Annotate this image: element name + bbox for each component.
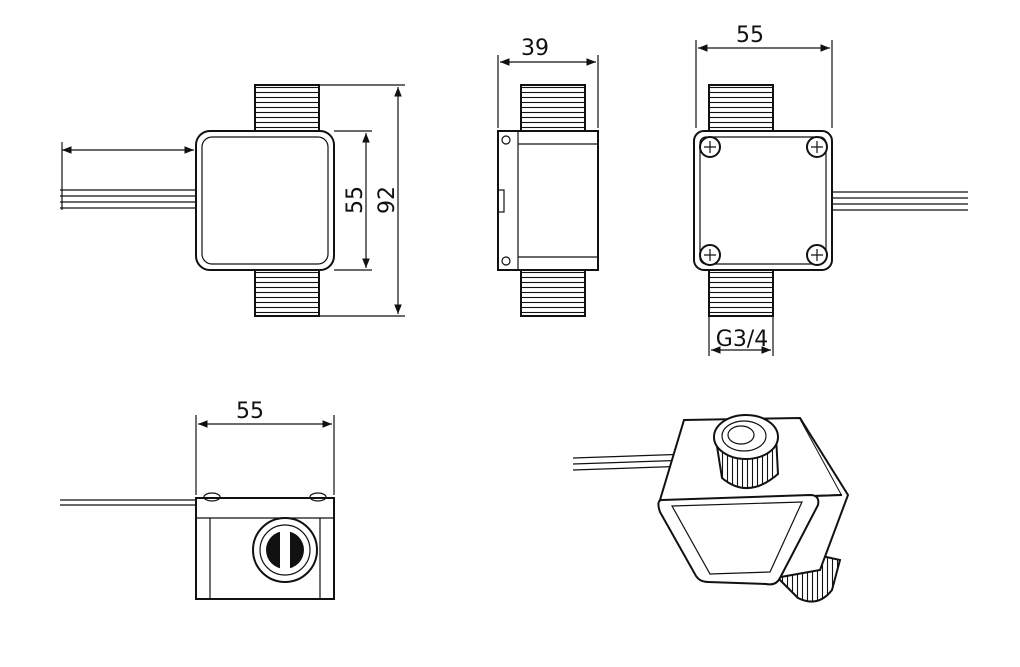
port-opening (252, 517, 318, 583)
side-view: 39 (497, 36, 599, 317)
iso-bottom-thread (776, 554, 842, 603)
side-bottom-thread (520, 269, 586, 317)
back-bottom-thread (708, 269, 774, 317)
back-body (693, 130, 833, 271)
iso-top-thread (713, 414, 780, 490)
front-body (195, 130, 335, 271)
back-top-thread (708, 84, 774, 132)
front-cable (60, 142, 196, 210)
front-view: 55 92 (60, 84, 405, 317)
front-body-height-label: 55 (343, 186, 368, 214)
screw-icon (699, 136, 721, 158)
side-width-label: 39 (521, 36, 549, 61)
front-overall-height-label: 92 (375, 186, 400, 214)
back-width-label: 55 (736, 23, 764, 48)
front-bottom-thread (254, 269, 320, 317)
bottom-width-label: 55 (236, 399, 264, 424)
screw-icon (806, 244, 828, 266)
iso-front-face (657, 493, 820, 586)
front-top-thread (254, 84, 320, 132)
bottom-view: 55 (60, 399, 335, 600)
side-top-thread (520, 84, 586, 132)
isometric-view (572, 414, 850, 603)
screw-icon (806, 136, 828, 158)
side-body (497, 130, 599, 271)
back-view: 55 G3/4 (693, 23, 968, 356)
screw-icon (699, 244, 721, 266)
thread-label: G3/4 (716, 327, 768, 352)
